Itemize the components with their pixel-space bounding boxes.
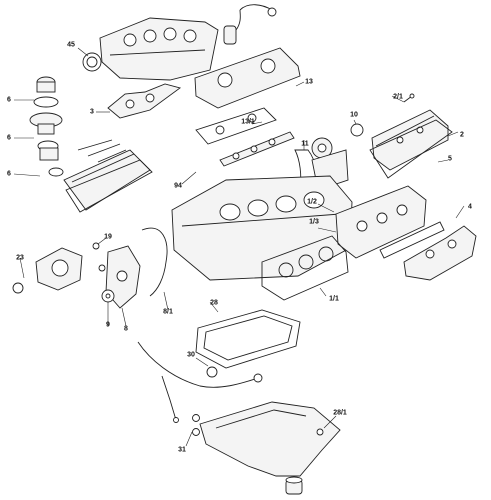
coolant-outlet-cap xyxy=(29,76,63,135)
callout-2-1: 2/1 xyxy=(393,93,403,101)
intake-gasket xyxy=(195,107,277,145)
callout-6-a: 6 xyxy=(7,96,11,104)
callout-8-1: 8/1 xyxy=(163,308,173,316)
callout-2: 2 xyxy=(460,131,464,139)
exhaust-gasket-right xyxy=(379,221,445,259)
callout-19: 19 xyxy=(104,233,112,241)
front-cover-gasket xyxy=(141,227,168,297)
callout-13-1: 13/1 xyxy=(241,118,255,126)
valve-cover-gasket-right xyxy=(369,119,453,179)
callout-1-3: 1/3 xyxy=(309,218,319,226)
callout-1-2: 1/2 xyxy=(307,198,317,206)
valve-cover-gasket-left xyxy=(65,159,153,213)
intake-manifold xyxy=(99,17,219,81)
exhaust-manifold-left xyxy=(107,83,182,119)
callout-5: 5 xyxy=(448,155,452,163)
oil-pickup-tube xyxy=(137,341,263,388)
callout-30: 30 xyxy=(187,351,195,359)
valley-cover xyxy=(194,47,301,109)
thermostat xyxy=(37,140,64,177)
injectors-left xyxy=(77,139,127,163)
throttle-gasket xyxy=(82,52,102,72)
exhaust-manifold-right xyxy=(403,225,477,281)
sensor-with-lead xyxy=(223,4,277,45)
callout-11: 11 xyxy=(301,140,309,148)
engine-block xyxy=(171,175,353,281)
oil-pan-gasket xyxy=(195,309,301,369)
callout-31: 31 xyxy=(178,446,186,454)
callout-6-b: 6 xyxy=(7,134,11,142)
callout-8: 8 xyxy=(124,325,128,333)
head-gasket xyxy=(261,235,349,301)
callout-6-c: 6 xyxy=(7,170,11,178)
gasket-ring-10 xyxy=(350,123,364,137)
dipstick-tube xyxy=(161,375,179,423)
cylinder-head-right xyxy=(335,185,427,259)
callout-28-1: 28/1 xyxy=(333,409,347,417)
callout-13: 13 xyxy=(305,78,313,86)
oil-filter xyxy=(285,476,303,495)
callout-9: 9 xyxy=(106,321,110,329)
water-pump xyxy=(12,242,106,294)
callout-4: 4 xyxy=(468,203,472,211)
leader-lines xyxy=(13,47,465,447)
camshaft xyxy=(219,131,295,167)
callout-28: 28 xyxy=(210,299,218,307)
callout-1-1: 1/1 xyxy=(329,295,339,303)
crank-seal xyxy=(101,289,115,303)
bolt-2-1 xyxy=(403,93,415,103)
valve-cover-right xyxy=(371,109,449,171)
callout-10: 10 xyxy=(350,111,358,119)
callout-3: 3 xyxy=(90,108,94,116)
oil-pan xyxy=(192,401,341,477)
callout-23: 23 xyxy=(16,254,24,262)
callout-45: 45 xyxy=(67,41,75,49)
callout-94: 94 xyxy=(174,182,182,190)
